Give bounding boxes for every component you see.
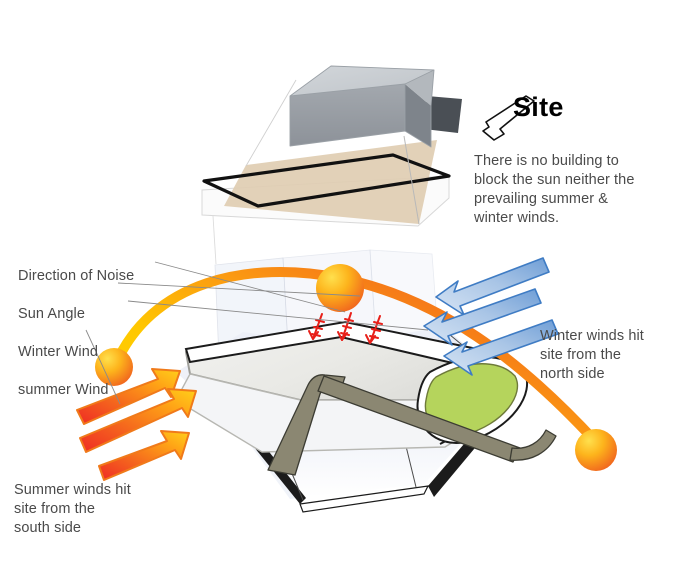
summer-wind-arrows-group (76, 368, 197, 481)
cone-edge-bottom (299, 485, 430, 513)
winter-arrow-3 (443, 319, 559, 376)
site-pointer-arrow (482, 95, 535, 141)
site-road-group (267, 374, 557, 476)
summer-arrow-1 (76, 368, 181, 425)
site-road-branch (317, 375, 521, 463)
leader-winter-wind (127, 300, 429, 331)
building-top-face (290, 66, 434, 96)
building-massing-group (201, 65, 462, 265)
building-front-face (290, 84, 405, 146)
page-title: Site (513, 92, 564, 122)
leader-summer-wind (85, 329, 121, 405)
winter-wind-note: Winter winds hit site from the north sid… (540, 328, 644, 382)
winter-arrow-2 (423, 288, 542, 346)
legend-item-winter-wind: Winter Wind (18, 344, 99, 360)
noise-symbols-group (308, 312, 383, 344)
legend-leader-lines (85, 261, 429, 405)
winter-arrow-1 (435, 257, 550, 316)
legend-item-sun-angle: Sun Angle (18, 306, 86, 322)
noise-symbol-2 (337, 312, 354, 341)
legend-item-summer-wind: summer Wind (18, 382, 109, 398)
building-flap (424, 96, 462, 133)
summer-arrow-2 (79, 388, 197, 453)
legend: Direction of Noise Sun Angle Winter Wind… (18, 248, 134, 419)
winter-wind-arrows-group (423, 257, 559, 376)
noise-symbol-3 (365, 315, 383, 344)
sun-sphere-evening (575, 429, 617, 471)
noise-symbol-1 (308, 313, 325, 340)
leader-sun-angle (117, 282, 361, 297)
summer-arrow-3 (98, 430, 190, 481)
building-outline (289, 65, 435, 148)
projection-line-2 (245, 79, 297, 167)
sun-sphere-morning (95, 348, 133, 386)
site-description-note: There is no building to block the sun ne… (474, 153, 635, 226)
sun-sphere-noon (316, 264, 364, 312)
projection-line-3 (212, 215, 217, 265)
summer-wind-note: Summer winds hit site from the south sid… (14, 482, 131, 536)
legend-item-direction-of-noise: Direction of Noise (18, 268, 135, 284)
projection-line-1 (403, 135, 420, 225)
site-boundary-outline (202, 153, 451, 208)
sun-sphere-group (95, 264, 617, 471)
site-road-tail (509, 429, 557, 461)
building-top-wedge (405, 70, 434, 106)
building-side-face (405, 84, 431, 147)
leader-noise (154, 261, 346, 313)
